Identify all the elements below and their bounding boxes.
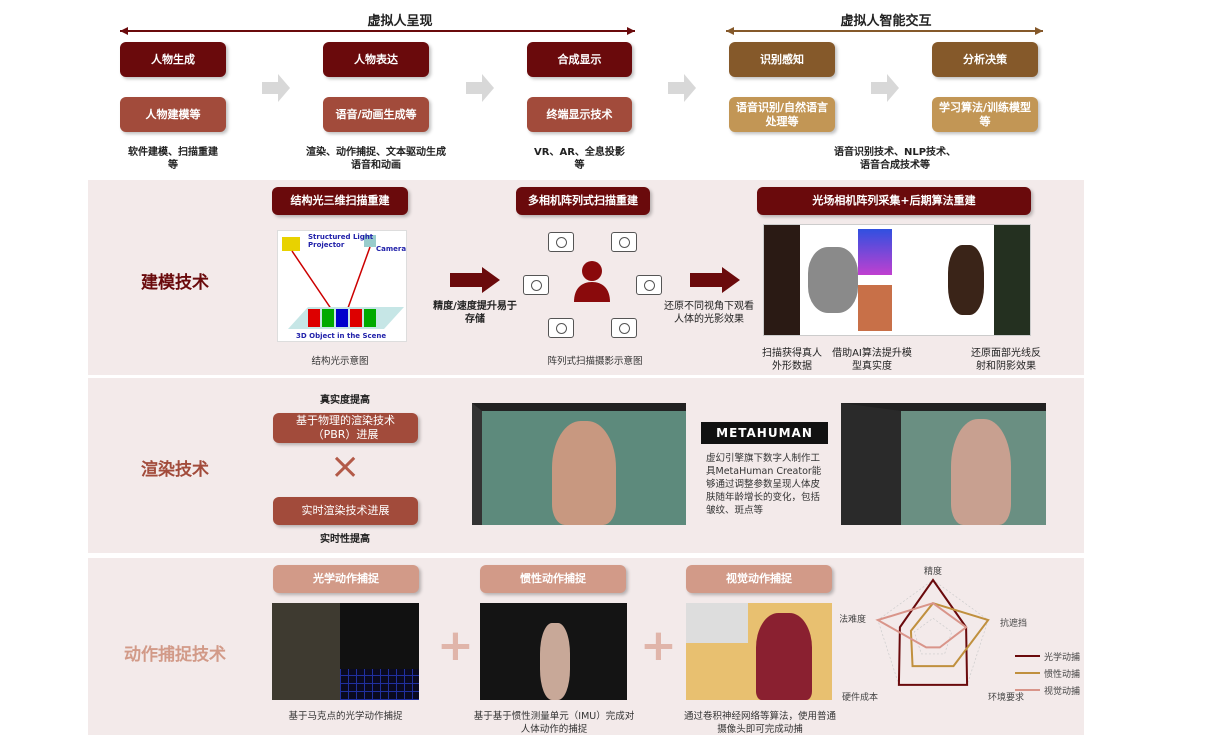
arrow2-text: 还原不同视角下观看人体的光影效果 xyxy=(664,301,754,325)
flow-arrow-icon xyxy=(262,74,290,102)
modeling-label: 建模技术 xyxy=(141,273,209,293)
radar-grid xyxy=(913,617,953,655)
stage-head-generation: 人物生成 xyxy=(120,42,226,77)
legend-label: 光学动捕 xyxy=(1044,651,1080,663)
realtime-box: 实时渲染技术进展 xyxy=(273,497,418,525)
flow-arrow-icon xyxy=(668,74,696,102)
axis-label: 环境要求 xyxy=(988,691,1024,703)
stage-sub-generation: 人物建模等 xyxy=(120,97,226,132)
flow-arrow-icon xyxy=(871,74,899,102)
radar-grid xyxy=(877,579,989,686)
optical-title: 光学动作捕捉 xyxy=(273,565,419,593)
presentation-title: 虚拟人呈现 xyxy=(367,14,433,29)
stage-sub-decision: 学习算法/训练模型等 xyxy=(932,97,1038,132)
axis-label: 精度 xyxy=(924,565,942,577)
multicam-title: 多相机阵列式扫描重建 xyxy=(516,187,650,215)
arrow1-text: 精度/速度提升易于存储 xyxy=(433,301,517,325)
axis-label: 硬件成本 xyxy=(842,691,878,703)
stage-head-display: 合成显示 xyxy=(527,42,632,77)
realism-note: 真实度提高 xyxy=(320,395,370,406)
radar-series-1 xyxy=(909,602,990,668)
flow-arrow-icon xyxy=(466,74,494,102)
inertial-image xyxy=(480,603,627,700)
axis-label: 抗遮挡 xyxy=(1000,617,1027,629)
stage-head-perception: 识别感知 xyxy=(729,42,835,77)
axis-label: 算法难度 xyxy=(840,613,866,625)
times-icon: × xyxy=(330,446,361,487)
lightfield-caption-2: 借助AI算法提升模型真实度 xyxy=(832,348,912,372)
red-arrow-icon xyxy=(450,267,500,293)
stage-note-generation: 软件建模、扫描重建等 xyxy=(128,147,218,171)
realtime-note: 实时性提高 xyxy=(320,534,370,545)
pbr-box: 基于物理的渲染技术（PBR）进展 xyxy=(273,413,418,443)
camera-icon xyxy=(548,232,574,252)
radar-series-2 xyxy=(875,602,968,649)
lightfield-image xyxy=(763,224,1031,336)
stage-note-expression: 渲染、动作捕捉、文本驱动生成语音和动画 xyxy=(306,147,446,171)
red-arrow-icon xyxy=(690,267,740,293)
camera-icon xyxy=(548,318,574,338)
flow-arrows xyxy=(120,27,1043,102)
metahuman-description: 虚幻引擎旗下数字人制作工具MetaHuman Creator能够通过调整参数呈现… xyxy=(706,453,822,516)
plus-icon: + xyxy=(437,620,474,671)
stage-head-expression: 人物表达 xyxy=(323,42,429,77)
interaction-note: 语音识别技术、NLP技术、语音合成技术等 xyxy=(833,147,957,171)
rendering-label: 渲染技术 xyxy=(141,460,209,480)
multicam-caption: 阵列式扫描摄影示意图 xyxy=(547,356,643,367)
stage-sub-display: 终端显示技术 xyxy=(527,97,632,132)
camera-icon xyxy=(611,318,637,338)
structured-light-image: Structured Light Projector Camera 3D Obj… xyxy=(277,230,407,342)
structured-light-title: 结构光三维扫描重建 xyxy=(272,187,408,215)
lightfield-caption-3: 还原面部光线反射和阴影效果 xyxy=(971,348,1041,372)
interaction-title: 虚拟人智能交互 xyxy=(840,14,932,29)
camera-icon xyxy=(636,275,662,295)
metahuman-logo: METAHUMAN xyxy=(701,422,828,444)
metahuman-young-screenshot xyxy=(472,403,686,525)
camera-label: Camera xyxy=(376,245,407,253)
legend-label: 惯性动捕 xyxy=(1044,668,1080,680)
visual-title: 视觉动作捕捉 xyxy=(686,565,832,593)
lightfield-title: 光场相机阵列采集+后期算法重建 xyxy=(757,187,1031,215)
visual-image xyxy=(686,603,832,700)
camera-icon xyxy=(611,232,637,252)
visual-caption: 通过卷积神经网络等算法，使用普通摄像头即可完成动捕 xyxy=(683,711,836,735)
optical-caption: 基于马克点的光学动作捕捉 xyxy=(288,711,403,722)
stage-sub-expression: 语音/动画生成等 xyxy=(323,97,429,132)
motion-label: 动作捕捉技术 xyxy=(124,645,226,665)
inertial-title: 惯性动作捕捉 xyxy=(480,565,626,593)
legend-label: 视觉动捕 xyxy=(1044,685,1080,697)
radar-series-0 xyxy=(897,578,969,686)
stage-note-display: VR、AR、全息投影等 xyxy=(534,147,625,171)
stage-sub-perception: 语音识别/自然语言处理等 xyxy=(729,97,835,132)
person-icon xyxy=(574,261,610,302)
metahuman-old-screenshot xyxy=(841,403,1046,525)
camera-icon xyxy=(523,275,549,295)
inertial-caption: 基于基于惯性测量单元（IMU）完成对人体动作的捕捉 xyxy=(473,711,635,735)
stage-head-decision: 分析决策 xyxy=(932,42,1038,77)
structured-light-caption: 结构光示意图 xyxy=(311,356,369,367)
interaction-span-arrow xyxy=(726,30,1043,32)
object-label: 3D Object in the Scene xyxy=(296,332,387,340)
optical-image xyxy=(272,603,419,700)
lightfield-caption-1: 扫描获得真人外形数据 xyxy=(762,348,822,372)
projector-label: Structured Light Projector xyxy=(308,233,374,249)
presentation-span-arrow xyxy=(120,30,635,32)
plus-icon: + xyxy=(640,620,677,671)
